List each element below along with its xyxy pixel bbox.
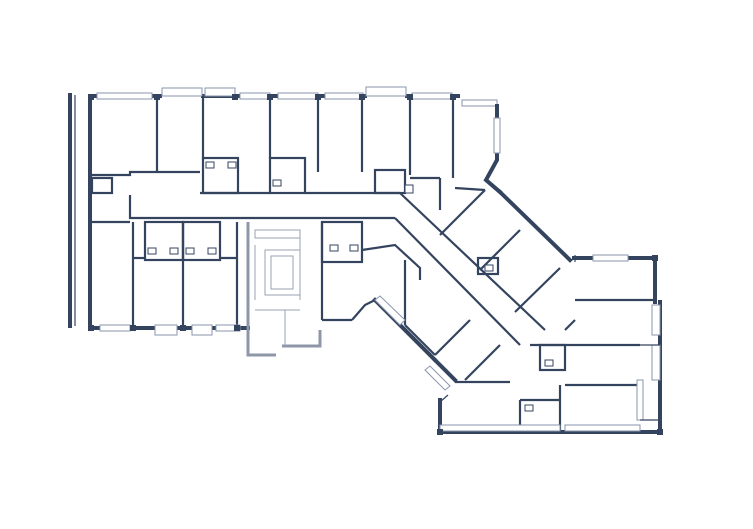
diagonal-wing-walls <box>372 104 662 434</box>
balconies <box>439 255 660 421</box>
left-wing-outer-walls <box>88 94 460 330</box>
bottom-windows <box>99 324 241 336</box>
fixtures <box>147 161 554 412</box>
diagonal-windows <box>374 117 661 432</box>
columns <box>88 94 663 435</box>
top-windows <box>96 86 498 107</box>
left-facade <box>68 93 76 328</box>
left-wing-partitions <box>90 96 455 328</box>
center-rooms <box>320 220 422 322</box>
stair-core <box>246 222 322 357</box>
